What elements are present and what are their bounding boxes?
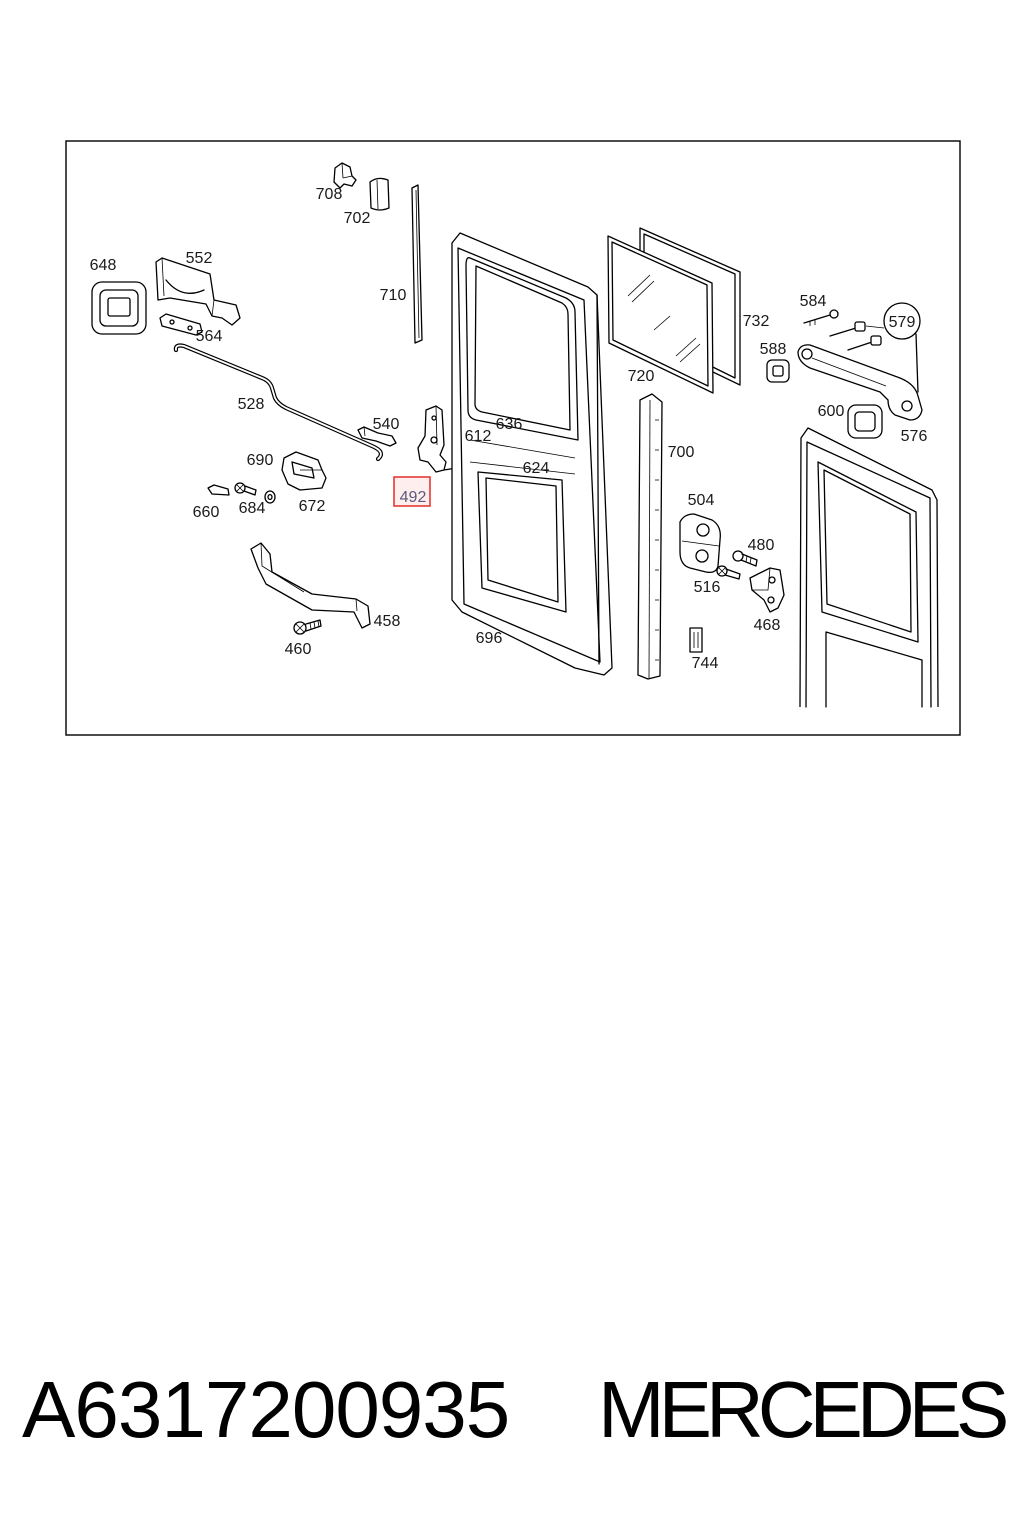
part-screw-516 xyxy=(716,565,741,580)
part-inner-handle-552 xyxy=(155,257,241,326)
callout-label-highlighted[interactable]: 492 xyxy=(400,489,427,506)
part-screw-480 xyxy=(732,550,758,567)
part-latch-492 xyxy=(417,405,447,473)
callout-label[interactable]: 458 xyxy=(374,613,401,630)
callout-label[interactable]: 584 xyxy=(800,293,827,310)
callout-label[interactable]: 588 xyxy=(760,341,787,358)
callout-label[interactable]: 648 xyxy=(90,257,117,274)
part-clip-660 xyxy=(207,484,230,496)
part-handle-458 xyxy=(250,542,371,629)
callout-label-circled[interactable]: 579 xyxy=(889,314,916,331)
part-bracket-672 xyxy=(281,451,327,491)
callout-label[interactable]: 744 xyxy=(692,655,719,672)
callout-label[interactable]: 708 xyxy=(316,186,343,203)
callout-label[interactable]: 696 xyxy=(476,630,503,647)
parts-diagram: 708 702 710 648 552 564 528 540 612 636 … xyxy=(65,140,961,736)
part-bezel-648 xyxy=(91,281,147,335)
callout-label[interactable]: 460 xyxy=(285,641,312,658)
part-screw-684 xyxy=(234,482,276,504)
callout-label[interactable]: 660 xyxy=(193,504,220,521)
part-bracket-468 xyxy=(749,567,785,613)
part-glass-720 xyxy=(607,235,714,394)
callout-label[interactable]: 504 xyxy=(688,492,715,509)
part-handle-cup-600 xyxy=(847,404,883,439)
highlight-box-492 xyxy=(393,476,431,507)
callout-label[interactable]: 600 xyxy=(818,403,845,420)
part-clip-540 xyxy=(357,426,397,447)
part-key-584 xyxy=(803,309,839,326)
part-hinge-504 xyxy=(679,513,721,574)
callout-label[interactable]: 552 xyxy=(186,250,213,267)
part-seal-710 xyxy=(411,184,423,344)
part-number: A6317200935 xyxy=(22,1365,510,1454)
brand-name: MERCEDES xyxy=(598,1365,1009,1454)
callout-label[interactable]: 690 xyxy=(247,452,274,469)
callout-label[interactable]: 702 xyxy=(344,210,371,227)
part-keys-579 xyxy=(829,302,921,393)
part-door-696 xyxy=(451,232,613,676)
callout-label[interactable]: 672 xyxy=(299,498,326,515)
callout-label[interactable]: 612 xyxy=(465,428,492,445)
callout-label[interactable]: 700 xyxy=(668,444,695,461)
callout-label[interactable]: 710 xyxy=(380,287,407,304)
callout-label[interactable]: 468 xyxy=(754,617,781,634)
callout-label[interactable]: 516 xyxy=(694,579,721,596)
part-cap-702 xyxy=(369,177,390,211)
callout-label[interactable]: 480 xyxy=(748,537,775,554)
callout-label[interactable]: 576 xyxy=(901,428,928,445)
part-outer-handle-576 xyxy=(797,344,923,421)
part-grommet-588 xyxy=(766,359,790,383)
callout-label[interactable]: 528 xyxy=(238,396,265,413)
part-clip-708 xyxy=(333,162,357,189)
diagram-frame xyxy=(65,140,961,736)
part-tag-744 xyxy=(689,627,703,653)
part-screw-460 xyxy=(293,619,322,635)
callout-label[interactable]: 684 xyxy=(239,500,266,517)
part-door-panel-right xyxy=(799,427,939,708)
part-bracket-564 xyxy=(159,313,203,336)
callout-label[interactable]: 720 xyxy=(628,368,655,385)
part-strip-700 xyxy=(637,393,663,680)
callout-label[interactable]: 564 xyxy=(196,328,223,345)
callout-label[interactable]: 624 xyxy=(523,460,550,477)
part-rod-528 xyxy=(173,343,383,462)
callout-label[interactable]: 732 xyxy=(743,313,770,330)
callout-label[interactable]: 540 xyxy=(373,416,400,433)
callout-label[interactable]: 636 xyxy=(496,416,523,433)
